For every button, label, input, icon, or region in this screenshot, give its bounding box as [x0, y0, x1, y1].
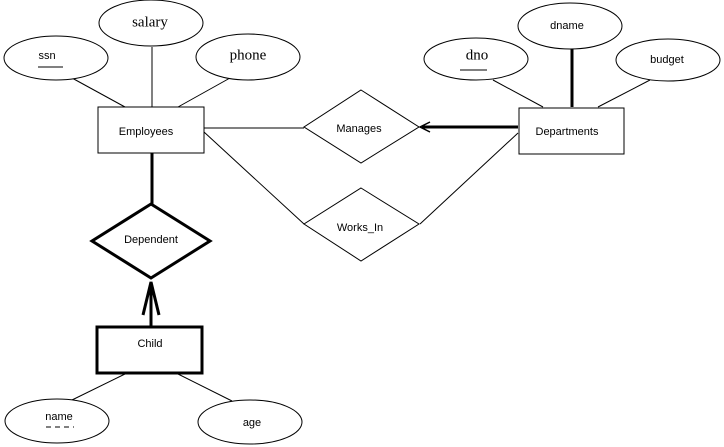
label-dname: dname: [550, 20, 584, 32]
edge-employees-worksin: [203, 131, 305, 225]
attribute-salary: [98, 0, 204, 47]
attribute-age: [197, 399, 303, 445]
label-employees: Employees: [119, 126, 174, 138]
entity-employees: [97, 106, 205, 154]
attribute-name: [4, 398, 110, 444]
relationship-works-in: [303, 187, 420, 262]
label-child: Child: [137, 338, 162, 350]
arrow-head-icon: [418, 121, 431, 133]
edge-budget-departments: [597, 79, 651, 108]
entity-departments: [518, 107, 625, 155]
edge-departments-worksin: [419, 132, 519, 225]
attribute-dno: [423, 37, 529, 81]
label-budget: budget: [650, 54, 684, 66]
attribute-budget: [615, 38, 721, 82]
label-age: age: [243, 417, 261, 429]
arrow-head-icon: [141, 281, 161, 316]
label-ssn: ssn: [38, 50, 55, 62]
edge-ssn-employees: [71, 77, 126, 108]
label-salary: salary: [132, 14, 168, 30]
label-phone: phone: [230, 47, 267, 63]
attribute-ssn: [3, 35, 109, 81]
edge-dno-departments: [492, 79, 544, 108]
label-name: name: [45, 411, 73, 423]
edge-age-child: [177, 373, 233, 402]
edge-phone-employees: [177, 77, 231, 108]
label-dno: dno: [466, 47, 489, 63]
label-works-in: Works_In: [337, 222, 383, 234]
weak-entity-child: [95, 325, 204, 375]
identifying-relationship-dependent: [89, 202, 213, 280]
label-manages: Manages: [336, 123, 382, 135]
attribute-phone: [195, 33, 301, 81]
edge-name-child: [71, 373, 126, 401]
relationship-manages: [303, 89, 420, 164]
label-departments: Departments: [536, 126, 599, 138]
attribute-dname: [517, 2, 623, 50]
label-dependent: Dependent: [124, 234, 178, 246]
